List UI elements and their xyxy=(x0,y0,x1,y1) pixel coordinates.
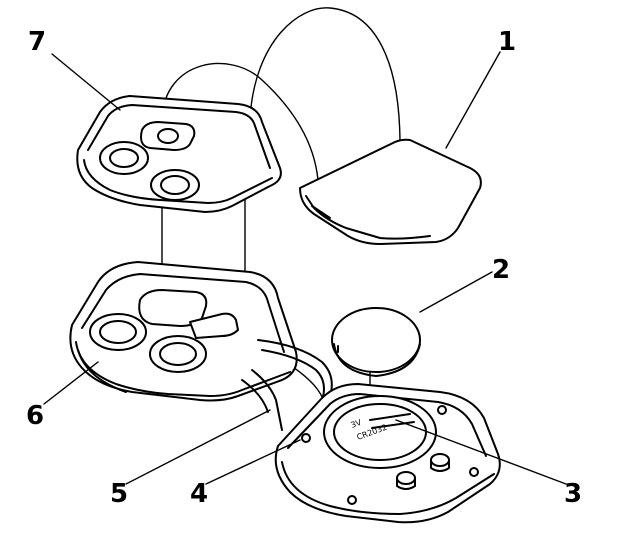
callout-6: 6 xyxy=(26,401,44,431)
callout-1: 1 xyxy=(498,27,516,57)
callout-3: 3 xyxy=(564,479,582,509)
lower-case: 3V CR2032 xyxy=(274,383,501,524)
callout-labels: 7 1 2 3 4 5 6 xyxy=(26,27,582,509)
coin-battery xyxy=(331,307,421,377)
callout-4: 4 xyxy=(190,479,208,509)
leader-lines xyxy=(43,51,567,485)
callout-7: 7 xyxy=(28,27,46,57)
callout-5: 5 xyxy=(110,479,128,509)
callout-2: 2 xyxy=(492,255,510,285)
case-label-line1: 3V xyxy=(350,418,363,430)
seal-strip xyxy=(241,339,333,431)
button-pad xyxy=(76,95,282,213)
cover-plate xyxy=(299,138,482,245)
